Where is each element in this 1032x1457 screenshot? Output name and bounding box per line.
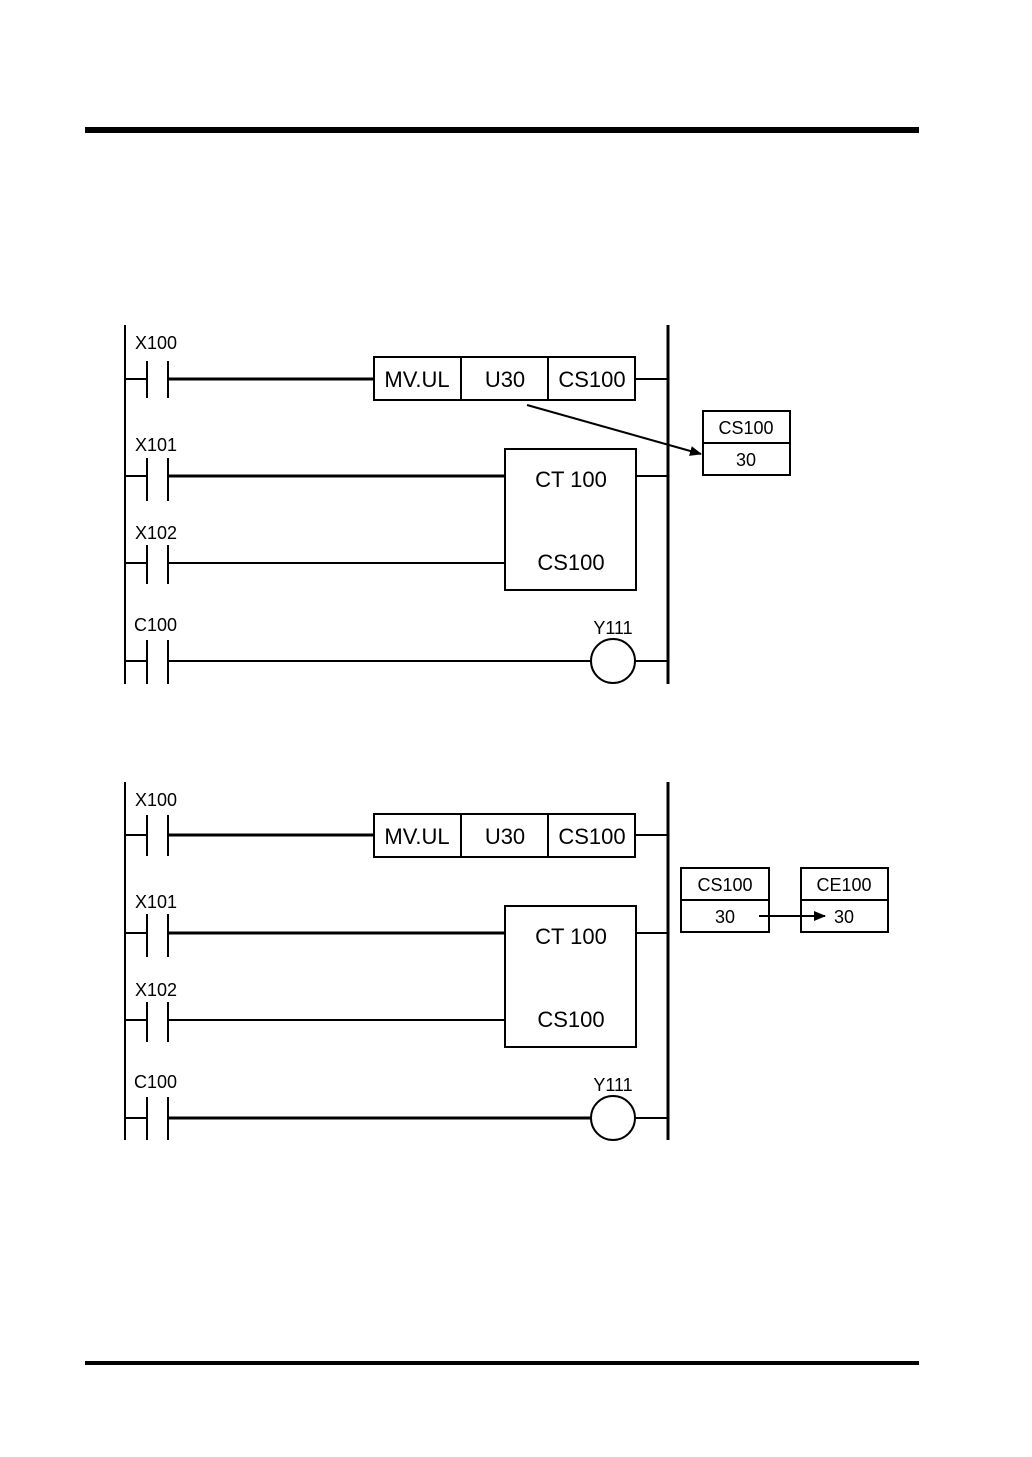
- instruction-label: MV.UL: [384, 367, 449, 392]
- contact-label: C100: [134, 1072, 177, 1092]
- counter-preset-label: CS100: [537, 1007, 604, 1032]
- register-value: 30: [715, 907, 735, 927]
- contact-label: X101: [135, 892, 177, 912]
- register-value: 30: [834, 907, 854, 927]
- rung-3: [125, 545, 505, 584]
- coil-y111: [591, 639, 635, 683]
- operand-source: U30: [485, 367, 525, 392]
- register-value: 30: [736, 450, 756, 470]
- bottom-rule: [85, 1361, 919, 1365]
- counter-label: CT 100: [535, 467, 607, 492]
- contact-label: X102: [135, 523, 177, 543]
- ladder-diagram-1: [125, 325, 790, 684]
- operand-destination: CS100: [558, 824, 625, 849]
- counter-preset-label: CS100: [537, 550, 604, 575]
- rung-3: [125, 1002, 505, 1042]
- register-name: CS100: [718, 418, 773, 438]
- contact-label: X102: [135, 980, 177, 1000]
- rung-4: [125, 639, 668, 684]
- contact-label: X101: [135, 435, 177, 455]
- transfer-arrow: [527, 405, 701, 454]
- counter-label: CT 100: [535, 924, 607, 949]
- register-name: CE100: [816, 875, 871, 895]
- operand-destination: CS100: [558, 367, 625, 392]
- top-rule: [85, 127, 919, 133]
- register-name: CS100: [697, 875, 752, 895]
- coil-y111: [591, 1096, 635, 1140]
- coil-label: Y111: [593, 618, 632, 638]
- operand-source: U30: [485, 824, 525, 849]
- contact-label: C100: [134, 615, 177, 635]
- coil-label: Y111: [593, 1075, 632, 1095]
- contact-label: X100: [135, 790, 177, 810]
- rung-4: [125, 1096, 668, 1140]
- instruction-label: MV.UL: [384, 824, 449, 849]
- contact-label: X100: [135, 333, 177, 353]
